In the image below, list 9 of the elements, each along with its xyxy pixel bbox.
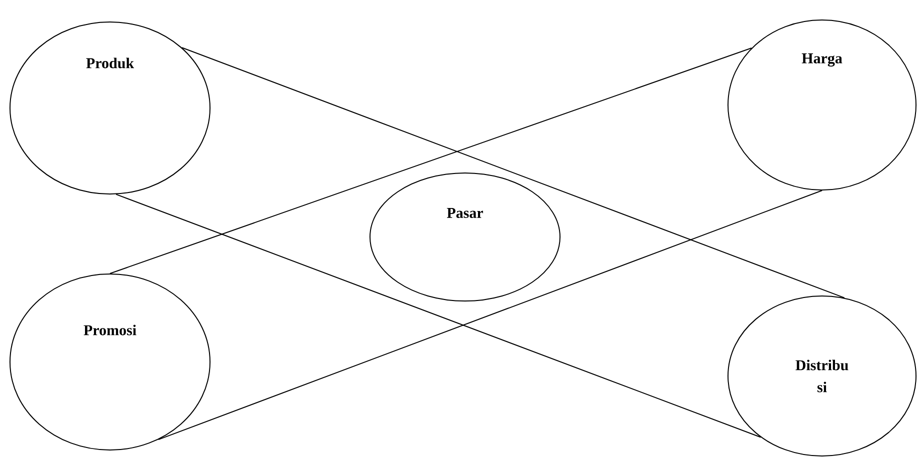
circle-node: Harga bbox=[728, 20, 916, 190]
connecting-line bbox=[181, 47, 845, 298]
circle-node: Promosi bbox=[10, 274, 210, 450]
circle-node: Distribu si bbox=[728, 296, 916, 456]
circle-node: Pasar bbox=[370, 172, 560, 302]
connecting-line bbox=[110, 47, 752, 274]
connecting-line bbox=[158, 190, 822, 440]
connecting-line bbox=[116, 194, 762, 438]
circle-node: Produk bbox=[10, 22, 210, 194]
